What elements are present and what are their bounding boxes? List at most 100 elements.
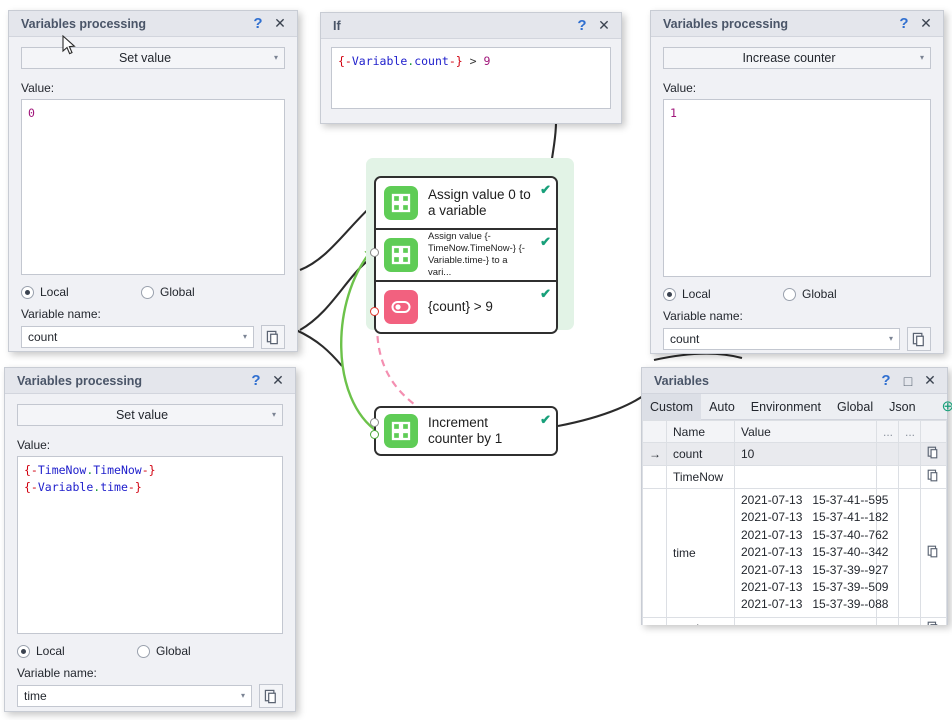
scope-radio-group[interactable]: Local Global [21, 285, 285, 299]
tab-custom[interactable]: Custom [642, 393, 702, 420]
flow-node-assign-time[interactable]: Assign value {-TimeNow.TimeNow-} {-Varia… [376, 230, 556, 282]
tab-global[interactable]: Global [836, 399, 874, 414]
node-output-port[interactable] [370, 430, 379, 439]
help-icon[interactable]: ? [881, 372, 891, 389]
dialog-if-condition[interactable]: If ? ✕ {-Variable.count-} > 9 [320, 12, 622, 124]
copy-variable-button[interactable] [259, 684, 283, 708]
table-row[interactable]: TimeNow [642, 465, 947, 489]
close-icon[interactable]: ✕ [274, 15, 286, 31]
radio-global-label: Global [156, 644, 191, 658]
table-row[interactable]: → count 10 [642, 442, 947, 466]
variable-name-row: count ▾ [663, 327, 931, 351]
value-input[interactable]: 0 [21, 99, 285, 275]
add-variable-icon[interactable]: ⊕ [941, 398, 952, 415]
help-icon[interactable]: ? [577, 17, 587, 34]
help-icon[interactable]: ? [253, 15, 263, 32]
action-select[interactable]: Set value ▾ [21, 47, 285, 69]
close-icon[interactable]: ✕ [920, 15, 932, 31]
check-icon: ✔ [540, 286, 551, 301]
table-row[interactable]: result [642, 616, 947, 625]
row-extra-1 [876, 442, 899, 466]
node-input-port[interactable] [370, 418, 379, 427]
scope-radio-group[interactable]: Local Global [17, 644, 283, 658]
radio-local-label: Local [36, 644, 65, 658]
copy-variable-button[interactable] [907, 327, 931, 351]
row-marker [642, 465, 667, 489]
code-token: . [407, 54, 415, 68]
code-token: count [414, 54, 449, 68]
row-name: TimeNow [666, 465, 735, 489]
value-input[interactable]: {-TimeNow.TimeNow-} {-Variable.time-} [17, 456, 283, 634]
row-copy-button[interactable] [920, 488, 947, 618]
row-copy-button[interactable] [920, 465, 947, 489]
row-extra-1 [876, 465, 899, 489]
maximize-icon[interactable]: □ [903, 372, 913, 389]
radio-global[interactable]: Global [783, 287, 837, 301]
copy-icon [927, 446, 938, 459]
flow-node-label: Increment counter by 1 [428, 414, 503, 446]
variable-name-combobox[interactable]: time ▾ [17, 685, 252, 707]
node-false-output-port[interactable] [370, 307, 379, 316]
tab-json[interactable]: Json [889, 399, 916, 414]
radio-local[interactable]: Local [17, 644, 137, 658]
tab-environment[interactable]: Environment [750, 399, 821, 414]
row-copy-button[interactable] [920, 442, 947, 466]
grid-icon [384, 414, 418, 448]
variable-name-combobox[interactable]: count ▾ [663, 328, 900, 350]
radio-global[interactable]: Global [141, 285, 195, 299]
dialog-title: Variables processing [17, 373, 143, 388]
table-row[interactable]: time 2021-07-13 15-37-41--595 2021-07-13… [642, 488, 947, 618]
radio-local[interactable]: Local [663, 287, 783, 301]
flow-node-condition[interactable]: {count} > 9 ✔ [376, 282, 556, 332]
row-value[interactable] [734, 465, 877, 489]
code-token: 9 [483, 54, 491, 68]
dialog-variables-processing-time[interactable]: Variables processing ? ✕ Set value ▾ Val… [4, 367, 296, 712]
chevron-down-icon: ▾ [240, 691, 245, 700]
dialog-title-bar: Variables processing ? ✕ [651, 11, 943, 37]
help-icon[interactable]: ? [899, 15, 909, 32]
flow-node-increment-row[interactable]: Increment counter by 1 ✔ [376, 408, 556, 454]
variables-panel[interactable]: Variables ? □ ✕ Custom Auto Environment … [641, 367, 952, 625]
close-icon[interactable]: ✕ [924, 372, 936, 388]
col-copy [920, 420, 947, 443]
copy-variable-button[interactable] [261, 325, 285, 349]
radio-local[interactable]: Local [21, 285, 141, 299]
radio-global[interactable]: Global [137, 644, 191, 658]
close-icon[interactable]: ✕ [598, 17, 610, 33]
node-input-port[interactable] [370, 248, 379, 257]
dialog-variables-processing-count[interactable]: Variables processing ? ✕ Set value ▾ Val… [8, 10, 298, 352]
dialog-title: Variables processing [21, 16, 147, 31]
variables-panel-title: Variables [654, 373, 709, 388]
dialog-title-bar: Variables processing ? ✕ [9, 11, 297, 37]
close-icon[interactable]: ✕ [272, 372, 284, 388]
flow-node-increment[interactable]: Increment counter by 1 ✔ [374, 406, 558, 456]
action-select[interactable]: Increase counter ▾ [663, 47, 931, 69]
chevron-down-icon: ▾ [271, 410, 276, 419]
row-value[interactable]: 10 [734, 442, 877, 466]
col-extra-2: ... [898, 420, 921, 443]
value-input[interactable]: 1 [663, 99, 931, 277]
check-icon: ✔ [540, 412, 551, 427]
code-token: Variable [37, 479, 94, 494]
row-value[interactable] [734, 616, 877, 625]
scope-radio-group[interactable]: Local Global [663, 287, 931, 301]
code-token: -} [127, 479, 142, 494]
row-value[interactable]: 2021-07-13 15-37-41--595 2021-07-13 15-3… [734, 488, 888, 618]
help-icon[interactable]: ? [251, 372, 261, 389]
dialog-variables-processing-increase[interactable]: Variables processing ? ✕ Increase counte… [650, 10, 944, 354]
variables-tab-bar[interactable]: Custom Auto Environment Global Json ⊕ ▾ [642, 393, 952, 420]
copy-icon [912, 332, 924, 346]
variable-name-value: count [28, 330, 58, 344]
condition-input[interactable]: {-Variable.count-} > 9 [331, 47, 611, 109]
flow-node-group[interactable]: Assign value 0 to a variable ✔ Assign va… [374, 176, 558, 334]
variables-table-wrap: Name Value ... ... → count 10 [642, 420, 947, 625]
flow-node-label: Assign value 0 to a variable [428, 186, 531, 218]
tab-auto[interactable]: Auto [709, 399, 735, 414]
code-line: {-Variable.time-} [24, 479, 276, 496]
table-header-row: Name Value ... ... [642, 420, 947, 443]
row-copy-button[interactable] [920, 616, 947, 625]
variable-name-combobox[interactable]: count ▾ [21, 326, 254, 348]
flow-node-assign-zero[interactable]: Assign value 0 to a variable ✔ [376, 178, 556, 230]
radio-local-label: Local [40, 285, 69, 299]
action-select[interactable]: Set value ▾ [17, 404, 283, 426]
